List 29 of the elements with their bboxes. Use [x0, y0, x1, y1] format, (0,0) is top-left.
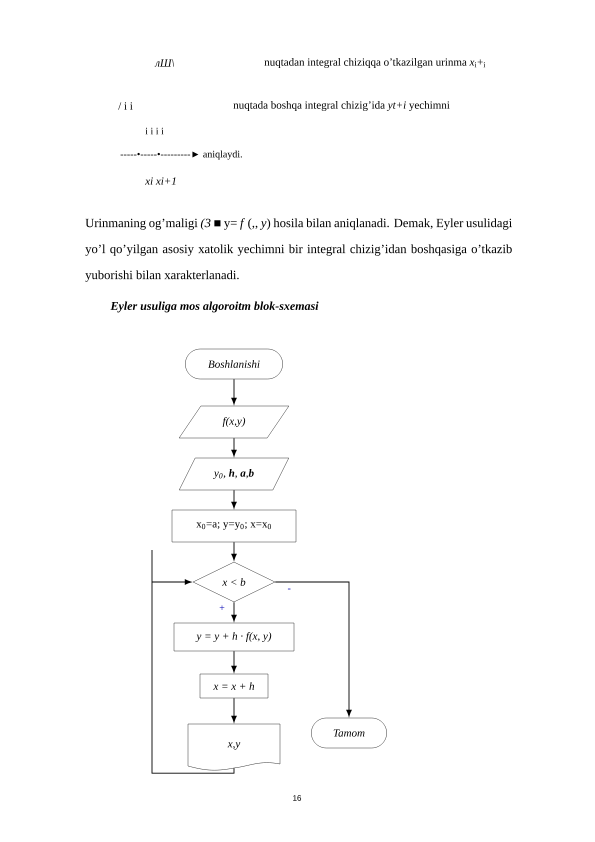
text-line: nuqtada boshqa integral chizig’ida yt+i yechimni — [233, 101, 450, 111]
arrow — [152, 550, 234, 774]
formula-fragment: лШ\ — [154, 59, 174, 67]
arrow — [231, 698, 237, 722]
axis-labels: xi xi+1 — [145, 177, 176, 185]
heading: Eyler usuliga mos algoroitm blok-sxemasi — [110, 302, 318, 312]
arrow — [231, 602, 237, 622]
output-document: x,y — [188, 724, 280, 770]
input-parallelogram: f(x,y) — [178, 406, 290, 438]
arrow — [231, 650, 237, 672]
process-box: x$_{0}$=a; y=y$_{0}$; x=x$_{0}$ — [172, 510, 296, 542]
arrow — [231, 438, 237, 456]
text-line: nuqtadan integral chiziqqa o’tkazilgan urinma x$_{i}$+$_{i}$ — [264, 58, 486, 68]
arrow — [231, 490, 237, 508]
number-line-text: -----•-----•---------► aniqlaydi. — [120, 150, 242, 160]
arrow — [231, 542, 237, 560]
edge-label: - — [286, 588, 292, 592]
terminal-box: Boshlanishi — [185, 348, 283, 380]
input-parallelogram: y$_{0}$, h, a,b — [179, 458, 289, 490]
process-box: y = y + h · f(x, y) — [174, 622, 294, 652]
process-box: x = x + h — [200, 674, 268, 698]
edge-label: + — [218, 604, 226, 612]
body-paragraph: Urinmaning og’maligi (3 ■ y= f (,, y) hosila bilan aniqlanadi. Demak, Eyler usulidagi yo’l qo’yilgan asosiy xatolik yechimni bir integral chizig’idan boshqasiga o’tkazib yuborishi bilan xarakterlanadi. — [85, 218, 512, 282]
arrow — [231, 378, 237, 404]
terminal-box: Tamom — [311, 718, 387, 748]
text-fragment: / i i — [118, 102, 133, 110]
index-fragment: i i i i — [145, 128, 164, 134]
arrow — [274, 582, 352, 716]
page-number: 16 — [293, 795, 302, 801]
